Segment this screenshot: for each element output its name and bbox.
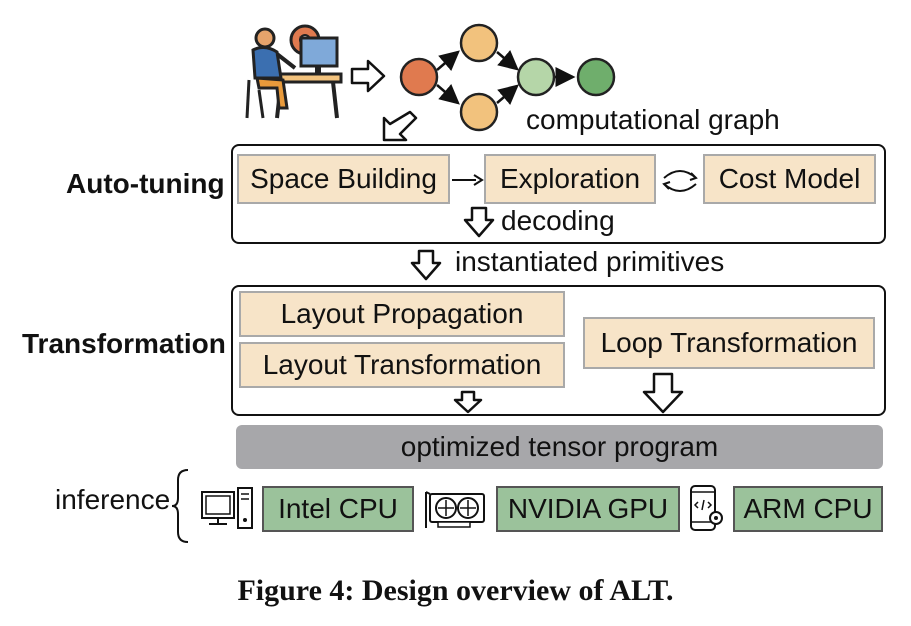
arrow-right-icon — [350, 59, 386, 93]
transformation-title: Transformation — [22, 328, 226, 359]
mobile-phone-icon — [690, 485, 723, 531]
optimized-tensor-program-bar: optimized tensor program — [236, 425, 883, 469]
developer-desk-icon — [245, 24, 343, 119]
target-intel-cpu: Intel CPU — [262, 486, 414, 532]
loop-transformation-box: Loop Transformation — [583, 317, 875, 369]
space-building-box: Space Building — [237, 154, 450, 204]
decoding-label: decoding — [501, 205, 615, 236]
arrow-right-icon — [452, 174, 484, 186]
cycle-arrows-icon — [662, 170, 698, 192]
graph-node — [399, 57, 439, 97]
exploration-box: Exploration — [484, 154, 656, 204]
autotuning-title: Auto-tuning — [66, 168, 225, 199]
graph-node — [576, 57, 616, 97]
arrow-down-icon — [410, 249, 442, 281]
layout-transformation-box: Layout Transformation — [239, 342, 565, 388]
inference-label: inference — [55, 484, 171, 515]
curly-brace-icon — [171, 469, 189, 543]
computational-graph-diagram — [399, 23, 616, 132]
graph-node — [459, 92, 499, 132]
graph-node — [516, 57, 556, 97]
arrow-down-icon — [453, 390, 483, 414]
desktop-computer-icon — [201, 487, 253, 529]
target-arm-cpu: ARM CPU — [733, 486, 883, 532]
graphics-card-icon — [425, 491, 485, 528]
graph-node — [459, 23, 499, 63]
graph-label: computational graph — [526, 104, 780, 135]
layout-propagation-box: Layout Propagation — [239, 291, 565, 337]
target-nvidia-gpu: NVIDIA GPU — [496, 486, 680, 532]
arrow-down-left-icon — [382, 110, 418, 142]
arrow-down-icon — [463, 206, 495, 238]
instantiated-primitives-label: instantiated primitives — [455, 246, 725, 277]
arrow-down-icon — [642, 372, 684, 414]
cost-model-box: Cost Model — [703, 154, 876, 204]
figure-caption: Figure 4: Design overview of ALT. — [237, 574, 674, 607]
